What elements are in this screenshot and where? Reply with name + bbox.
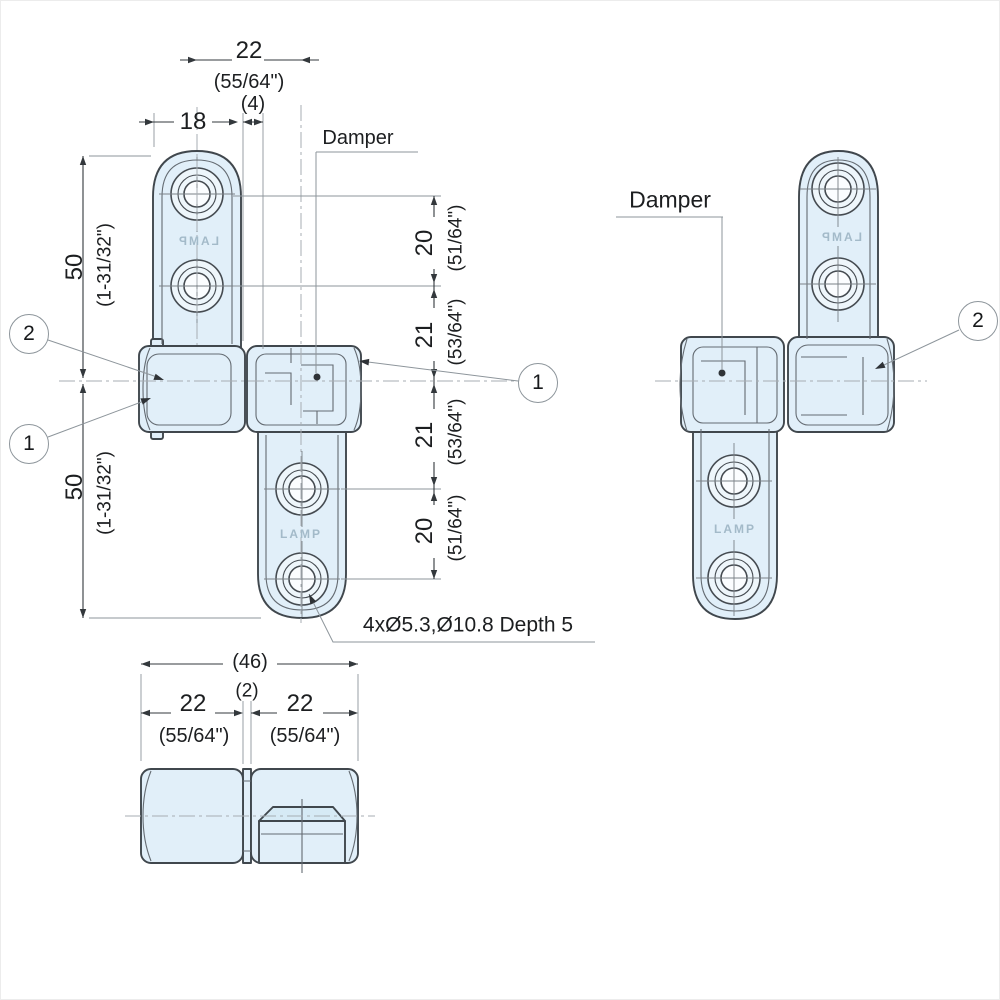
dim-right-2-mm: 21 (411, 421, 438, 449)
dim-top-width-mm: 22 (235, 37, 263, 64)
extension-lines (89, 113, 441, 764)
dim-top-width-in: (55/64") (213, 71, 285, 93)
brand-engraving: LAMP (177, 234, 219, 248)
dim-center-gap: (2) (235, 680, 259, 702)
side-view-details (679, 159, 895, 612)
callout-2-front: 2 (9, 314, 49, 354)
dim-arm-width: 18 (179, 108, 207, 135)
dim-right-mm: 22 (286, 690, 314, 717)
callout-2-side: 2 (958, 301, 998, 341)
dim-right-0-in: (51/64") (445, 204, 467, 272)
dim-upper-arm-in: (1-31/32") (94, 223, 116, 307)
dim-right-2-in: (53/64") (445, 398, 467, 466)
side-view-body (680, 150, 895, 620)
dim-lower-arm-in: (1-31/32") (94, 451, 116, 535)
dim-left-mm: 22 (179, 690, 207, 717)
dim-right-1-mm: 21 (411, 321, 438, 349)
dim-arm-offset: (4) (240, 93, 266, 115)
damper-label-side: Damper (629, 186, 711, 213)
callout-1-front-right: 1 (518, 363, 558, 403)
dim-lower-arm-mm: 50 (61, 473, 88, 501)
dim-right-3-in: (51/64") (445, 494, 467, 562)
brand-engraving: LAMP (280, 527, 322, 541)
front-view-details (142, 159, 362, 611)
leader-lines (47, 151, 960, 643)
leader-arrows-and-dots (140, 358, 886, 605)
top-view-details (142, 770, 358, 873)
front-view-holes (159, 156, 340, 617)
callout-1-front-left: 1 (9, 424, 49, 464)
front-view-body (138, 150, 362, 619)
dim-right-1-in: (53/64") (445, 298, 467, 366)
centerlines (59, 105, 927, 817)
dimension-arrows (79, 56, 438, 717)
dimension-lines (82, 59, 435, 714)
side-view-holes (696, 157, 876, 616)
dim-overall: (46) (232, 651, 268, 673)
dim-right-0-mm: 20 (411, 229, 438, 257)
brand-engraving: LAMP (714, 522, 756, 536)
hole-note: 4xØ5.3,Ø10.8 Depth 5 (362, 613, 574, 637)
dim-right-3-mm: 20 (411, 517, 438, 545)
dim-left-in: (55/64") (158, 725, 230, 747)
dim-right-in: (55/64") (269, 725, 341, 747)
brand-engraving: LAMP (820, 230, 862, 244)
dim-upper-arm-mm: 50 (61, 253, 88, 281)
damper-label-front: Damper (322, 127, 394, 149)
